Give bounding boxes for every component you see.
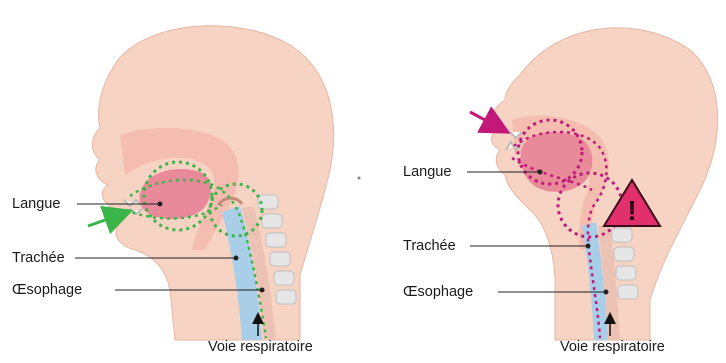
- left-head-silhouette: [92, 26, 333, 340]
- left-label-esophagus: Œsophage: [12, 283, 82, 298]
- right-label-esophagus: Œsophage: [403, 285, 473, 300]
- left-label-tongue: Langue: [12, 197, 60, 212]
- left-label-trachea: Trachée: [12, 251, 65, 266]
- right-panel: !: [467, 28, 718, 340]
- left-label-airway: Voie respiratoire: [208, 340, 313, 355]
- left-panel: [75, 26, 334, 340]
- right-label-tongue: Langue: [403, 165, 451, 180]
- right-label-airway: Voie respiratoire: [560, 340, 665, 355]
- warning-symbol: !: [627, 195, 636, 226]
- right-label-trachea: Trachée: [403, 239, 456, 254]
